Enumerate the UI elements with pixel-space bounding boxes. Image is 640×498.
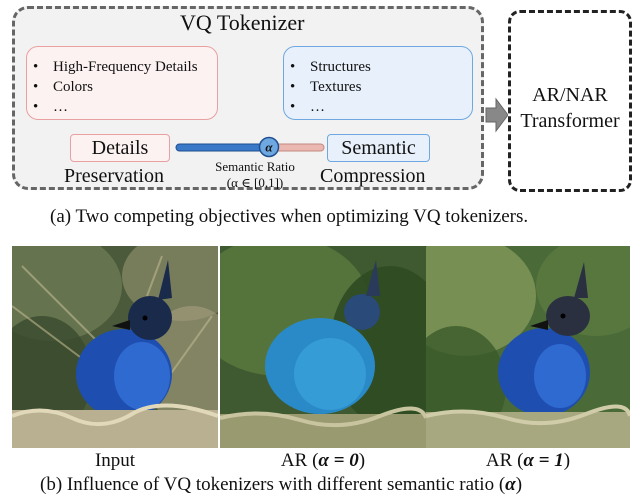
slider-label: Semantic Ratio — [215, 159, 295, 174]
semantic-subtitle: Compression — [320, 165, 426, 187]
ar-alpha0-image — [220, 246, 426, 448]
semantic-list-box: •Structures •Textures •… — [283, 46, 473, 120]
list-item: •Textures — [290, 79, 362, 95]
caption-b: (b) Influence of VQ tokenizers with diff… — [40, 474, 523, 495]
input-label: Input — [94, 450, 136, 471]
input-image — [12, 246, 218, 448]
details-tag: Details — [70, 134, 170, 162]
details-subtitle: Preservation — [64, 165, 164, 187]
ar-alpha1-image — [426, 246, 630, 448]
details-list-box: •High-Frequency Details •Colors •… — [26, 46, 218, 120]
alpha-symbol: α — [265, 140, 273, 155]
transformer-label: AR/NAR Transformer — [520, 84, 620, 132]
slider-range: (α ∈ [0,1]) — [226, 175, 284, 190]
list-item: •… — [290, 99, 325, 115]
list-item: •High-Frequency Details — [33, 59, 198, 75]
list-item: •Colors — [33, 79, 94, 95]
semantic-tag: Semantic — [327, 134, 430, 162]
slider-blue-segment — [175, 143, 269, 152]
list-item: •Structures — [290, 59, 371, 75]
slider-knob — [258, 136, 280, 158]
ar-alpha0-label: AR (α = 0) — [280, 450, 366, 471]
ar-alpha1-label: AR (α = 1) — [485, 450, 571, 471]
vq-tokenizer-title: VQ Tokenizer — [180, 10, 305, 35]
semantic-ratio-slider: α — [175, 136, 325, 158]
arrow-icon — [485, 97, 509, 133]
caption-a: (a) Two competing objectives when optimi… — [50, 206, 529, 227]
list-item: •… — [33, 99, 68, 115]
transformer-box — [508, 10, 632, 192]
